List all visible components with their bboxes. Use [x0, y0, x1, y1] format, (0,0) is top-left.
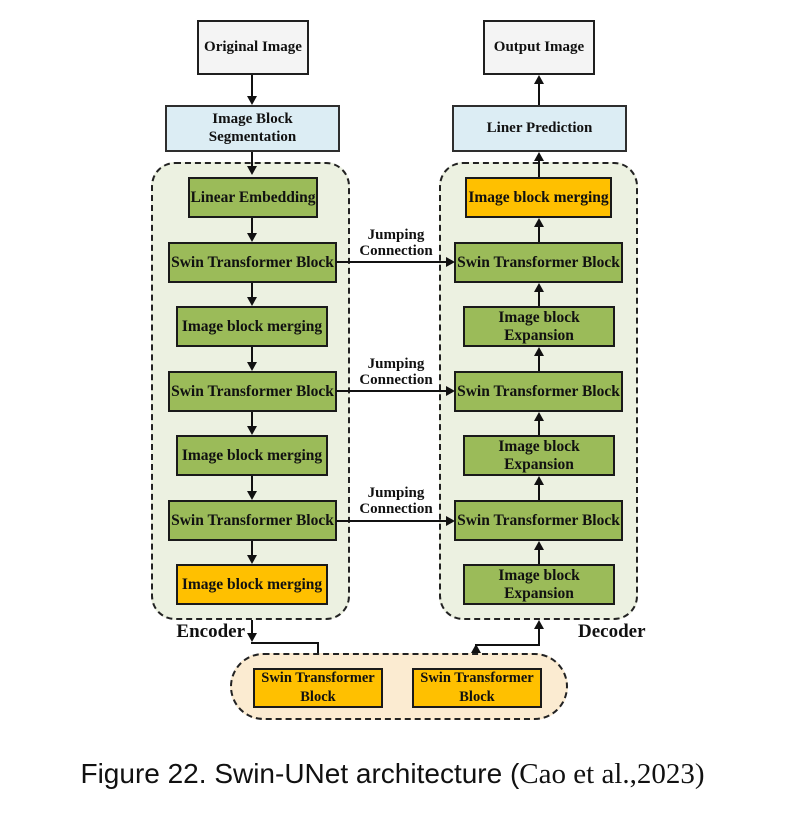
encoder-label: Encoder [176, 621, 245, 642]
bottleneck-exit-elbow [475, 644, 540, 646]
jumping-label-line2: Connection [359, 372, 433, 388]
decoder-expansion-2: Image block Expansion [463, 435, 615, 476]
decoder-arrow-2 [538, 292, 540, 306]
jumping-connection-label-3: Jumping Connection [340, 485, 452, 517]
liner-prediction-box: Liner Prediction [452, 105, 627, 152]
decoder-entry-line [538, 629, 540, 644]
caption-text: Figure 22. Swin-UNet architecture ( [80, 758, 520, 789]
arrowhead-up-icon [534, 347, 544, 356]
arrowhead-up-icon [534, 152, 544, 161]
original-image-box: Original Image [197, 20, 309, 75]
arrowhead-down-icon [247, 297, 257, 306]
jumping-label-line2: Connection [359, 243, 433, 259]
jumping-label-line2: Connection [359, 501, 433, 517]
arrowhead-right-icon [446, 516, 455, 526]
arrowhead-up-icon [534, 283, 544, 292]
bottleneck-swin-block-left: Swin Transformer Block [253, 668, 383, 708]
decoder-swin-block-1: Swin Transformer Block [454, 242, 623, 283]
arrowhead-up-icon [534, 620, 544, 629]
arrowhead-down-icon [247, 362, 257, 371]
encoder-exit-elbow [251, 642, 319, 644]
decoder-arrow-4 [538, 421, 540, 435]
arrowhead-up-icon [534, 218, 544, 227]
encoder-swin-block-1: Swin Transformer Block [168, 242, 337, 283]
arrowhead-down-icon [247, 491, 257, 500]
arrowhead-down-icon [247, 233, 257, 242]
encoder-arrow-1 [251, 218, 253, 233]
encoder-swin-block-3: Swin Transformer Block [168, 500, 337, 541]
encoder-exit-drop [317, 642, 319, 658]
encoder-arrow-5 [251, 476, 253, 491]
arrowhead-down-icon [247, 96, 257, 105]
arrow-merging-to-prediction [538, 161, 540, 177]
jumping-label-line1: Jumping [367, 227, 425, 243]
arrowhead-right-icon [446, 257, 455, 267]
decoder-arrow-5 [538, 485, 540, 500]
encoder-arrow-2 [251, 283, 253, 297]
encoder-exit-line [251, 620, 253, 633]
arrowhead-up-icon [534, 541, 544, 550]
decoder-arrow-1 [538, 227, 540, 242]
decoder-label: Decoder [578, 621, 646, 642]
decoder-merging: Image block merging [465, 177, 612, 218]
figure-caption: Figure 22. Swin-UNet architecture (Cao e… [0, 758, 785, 791]
arrowhead-right-icon [446, 386, 455, 396]
decoder-swin-block-3: Swin Transformer Block [454, 500, 623, 541]
decoder-expansion-3: Image block Expansion [463, 564, 615, 605]
jumping-arrow-3 [336, 520, 446, 522]
arrowhead-down-icon [247, 166, 257, 175]
arrowhead-down-icon [247, 555, 257, 564]
encoder-swin-block-2: Swin Transformer Block [168, 371, 337, 412]
encoder-arrow-3 [251, 347, 253, 362]
arrowhead-down-icon [247, 426, 257, 435]
arrow-prediction-to-output [538, 84, 540, 105]
jumping-arrow-2 [336, 390, 446, 392]
encoder-merging-3: Image block merging [176, 564, 328, 605]
image-block-segmentation-box: Image Block Segmentation [165, 105, 340, 152]
jumping-arrow-1 [336, 261, 446, 263]
arrowhead-up-icon [534, 412, 544, 421]
encoder-merging-2: Image block merging [176, 435, 328, 476]
decoder-arrow-3 [538, 356, 540, 371]
encoder-linear-embedding: Linear Embedding [188, 177, 318, 218]
output-image-box: Output Image [483, 20, 595, 75]
arrowhead-down-icon [247, 633, 257, 642]
decoder-expansion-1: Image block Expansion [463, 306, 615, 347]
arrow-original-to-segmentation [251, 75, 253, 96]
encoder-arrow-4 [251, 412, 253, 426]
arrow-segmentation-to-embedding [251, 152, 253, 166]
jumping-label-line1: Jumping [367, 485, 425, 501]
encoder-merging-1: Image block merging [176, 306, 328, 347]
caption-citation: Cao et al.,2023) [519, 758, 705, 790]
jumping-connection-label-1: Jumping Connection [340, 227, 452, 259]
jumping-connection-label-2: Jumping Connection [340, 356, 452, 388]
arrowhead-up-icon [534, 476, 544, 485]
decoder-swin-block-2: Swin Transformer Block [454, 371, 623, 412]
arrowhead-up-icon [534, 75, 544, 84]
jumping-label-line1: Jumping [367, 356, 425, 372]
decoder-arrow-6 [538, 550, 540, 564]
bottleneck-swin-block-right: Swin Transformer Block [412, 668, 542, 708]
arrowhead-up-icon [471, 644, 481, 653]
encoder-arrow-6 [251, 541, 253, 555]
